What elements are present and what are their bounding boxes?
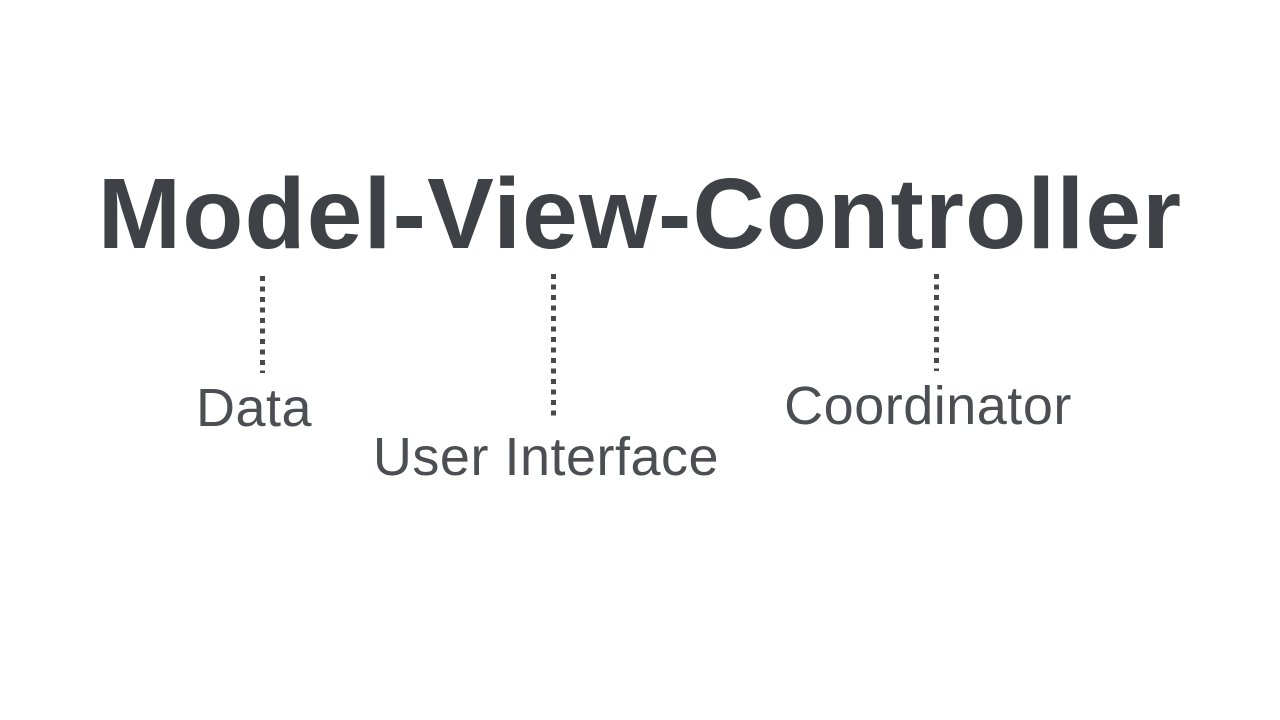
dotted-connector-model: [260, 276, 265, 373]
diagram-title: Model-View-Controller: [97, 158, 1183, 270]
dotted-connector-controller: [934, 274, 939, 371]
dotted-connector-view: [551, 274, 556, 420]
annotation-label-controller: Coordinator: [784, 376, 1072, 436]
annotation-label-view: User Interface: [372, 427, 720, 487]
annotation-label-model: Data: [195, 378, 313, 438]
